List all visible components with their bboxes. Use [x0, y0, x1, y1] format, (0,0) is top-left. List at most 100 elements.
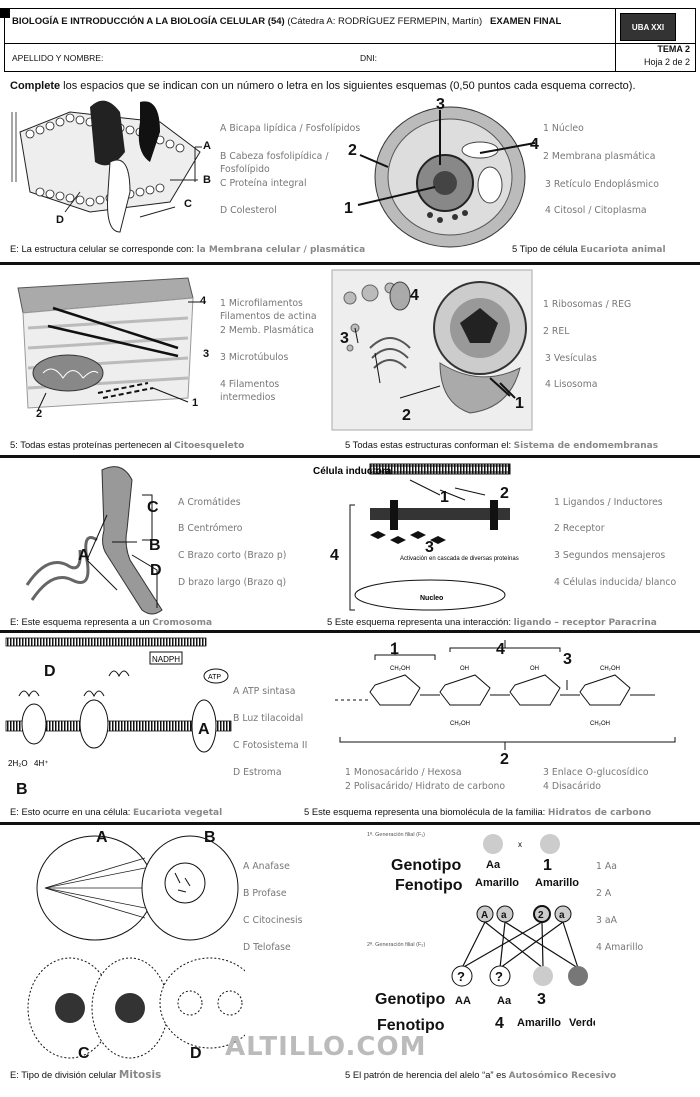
phenotype-amarillo-1: Amarillo	[475, 877, 519, 889]
section-divider	[0, 262, 700, 265]
signaling-nucleus-text: Nucleo	[420, 595, 443, 602]
chromosome-diagram: C B A D	[25, 466, 163, 615]
exam-label: EXAMEN FINAL	[490, 16, 562, 27]
section-divider	[0, 630, 700, 633]
membrane-diagram	[11, 100, 202, 233]
fig-label-3: 3	[203, 348, 210, 360]
course-title: BIOLOGÍA E INTRODUCCIÓN A LA BIOLOGÍA CE…	[12, 16, 562, 27]
offspring-unknown-1: ?	[457, 969, 465, 984]
option-1-1: 1 Núcleo	[543, 123, 584, 134]
cell-signaling-diagram: Célula inductora Activación en cascada d…	[313, 463, 519, 611]
gen2-label: 2ª. Generación filial (F₂)	[367, 941, 425, 948]
fig-label-d: D	[190, 1045, 202, 1060]
option-2-2: 2 Memb. Plasmática	[220, 325, 314, 336]
page-count: Hoja 2 de 2	[643, 57, 690, 67]
option-5b-2: 2 A	[596, 888, 612, 899]
option-2-1: 1 Microfilamentos Filamentos de actina	[220, 298, 317, 322]
svg-text:OH: OH	[530, 666, 539, 672]
phenotype-verde: Verde	[569, 1017, 595, 1029]
caption-2-left: 5: Todas estas proteínas pertenecen al C…	[10, 439, 245, 451]
fig-label-c: C	[78, 1045, 90, 1060]
uba-logo: UBA XXI	[620, 13, 676, 41]
watermark: ALTILLO.COM	[225, 1032, 427, 1062]
caption-4-right: 5 Este esquema representa una biomolécul…	[304, 806, 652, 818]
fig-label-4: 4	[330, 547, 339, 564]
option-1a: A Bicapa lipídica / Fosfolípidos	[220, 123, 361, 134]
fig-label-a: A	[78, 547, 90, 564]
option-5b-4: 4 Amarillo	[596, 942, 644, 953]
svg-text:OH: OH	[460, 666, 469, 672]
option-3b-2: 2 Receptor	[554, 523, 605, 534]
proton-label: 4H⁺	[34, 759, 48, 768]
caption-3-left: E: Este esquema representa a un Cromosom…	[10, 616, 213, 628]
fig-label-1: 1	[515, 395, 524, 412]
option-5-c: C Citocinesis	[243, 915, 303, 926]
svg-text:CH₂OH: CH₂OH	[600, 666, 620, 672]
genotype-Aa: Aa	[497, 995, 512, 1007]
fig-label-3: 3	[425, 539, 434, 556]
option-4-b: B Luz tilacoidal	[233, 713, 304, 724]
section-divider	[0, 455, 700, 458]
genotype-aa-top: Aa	[486, 859, 501, 871]
option-4b-2: 2 Polisacárido/ Hidrato de carbono	[345, 781, 506, 792]
fig-label-b: B	[149, 537, 161, 554]
option-3-c: C Brazo corto (Brazo p)	[178, 550, 287, 561]
allele-a-lower-2: a	[559, 910, 565, 921]
genotype-AA: AA	[455, 995, 471, 1007]
fig-label-2: 2	[348, 142, 357, 159]
offspring-unknown-2: ?	[495, 969, 503, 984]
fig-label-3: 3	[563, 651, 572, 668]
fig-label-b: B	[16, 781, 28, 796]
option-4b-4: 4 Disacárido	[543, 781, 601, 792]
caption-5-left: E: Tipo de división celular Mitosis	[10, 1069, 162, 1081]
allele-a-upper: A	[481, 910, 488, 921]
inheritance-diagram: 1ª. Generación filial (F₁) x Genotipo Fe…	[367, 831, 595, 1033]
allele-a-lower-1: a	[501, 910, 507, 921]
option-2-4: 4 Filamentos intermedios	[220, 379, 280, 403]
phenotype-amarillo-3: Amarillo	[517, 1017, 561, 1029]
thylakoid-diagram: NADPH ATP 2H₂O 4H⁺ D A B	[5, 637, 232, 796]
signaling-cascade-text: Activación en cascada de diversas proteí…	[400, 556, 519, 562]
option-5-a: A Anafase	[243, 861, 290, 872]
option-2b-4: 4 Lisosoma	[545, 379, 598, 390]
header-box	[4, 8, 696, 72]
option-4-c: C Fotosistema II	[233, 740, 308, 751]
atp-label: ATP	[208, 674, 221, 681]
blank-1: 1	[543, 857, 552, 874]
option-3b-1: 1 Ligandos / Inductores	[554, 497, 663, 508]
option-3-b: B Centrómero	[178, 523, 243, 534]
gen1-label: 1ª. Generación filial (F₁)	[367, 831, 425, 838]
svg-text:CH₂OH: CH₂OH	[450, 721, 470, 727]
fig-label-2: 2	[402, 407, 411, 424]
caption-1-left: E: La estructura celular se corresponde …	[10, 243, 366, 255]
svg-text:CH₂OH: CH₂OH	[390, 666, 410, 672]
blank-4: 4	[495, 1015, 504, 1032]
water-label: 2H₂O	[8, 759, 28, 768]
svg-text:CH₂OH: CH₂OH	[590, 721, 610, 727]
fig-label-4: 4	[200, 295, 207, 307]
option-2b-1: 1 Ribosomas / REG	[543, 299, 632, 310]
fig-label-d: D	[44, 663, 56, 680]
fig-label-2: 2	[500, 485, 509, 502]
phenotype-amarillo-2: Amarillo	[535, 877, 579, 889]
caption-2-right: 5 Todas estas estructuras conforman el: …	[345, 439, 659, 451]
endomembrane-diagram: 4 3 1 2	[331, 269, 533, 431]
section-divider	[0, 822, 700, 825]
genotipo-bottom: Genotipo	[375, 991, 445, 1008]
fig-label-a: A	[203, 140, 211, 152]
option-3b-3: 3 Segundos mensajeros	[554, 550, 666, 561]
fig-label-d: D	[56, 214, 64, 226]
fig-label-3: 3	[436, 96, 445, 113]
option-3-d: D brazo largo (Brazo q)	[178, 577, 287, 588]
fig-label-1: 1	[192, 397, 199, 409]
caption-4-left: E: Esto ocurre en una célula: Eucariota …	[10, 806, 223, 818]
fig-label-a: A	[96, 829, 108, 846]
caption-1-right: 5 Tipo de célula Eucariota animal	[512, 243, 666, 255]
option-4b-3: 3 Enlace O-glucosídico	[543, 767, 649, 778]
blank-2: 2	[538, 910, 544, 921]
fig-label-4: 4	[496, 641, 505, 658]
fig-label-c: C	[147, 499, 159, 516]
option-1-4: 4 Citosol / Citoplasma	[545, 205, 647, 216]
fig-label-4: 4	[410, 287, 419, 304]
